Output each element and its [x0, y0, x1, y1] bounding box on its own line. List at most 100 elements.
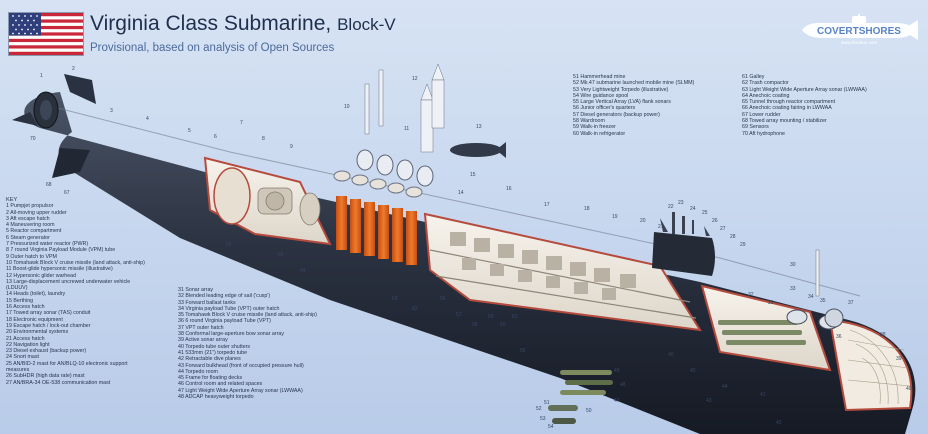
upper-rudder	[64, 74, 96, 104]
callout-47: 47	[614, 398, 620, 404]
callout-26: 26	[712, 218, 718, 224]
key-item: 13 Large-displacement uncrewed underwate…	[6, 278, 131, 292]
key-item: 9 Outer hatch to VPM	[6, 253, 57, 260]
key-item: 44 Torpedo room	[178, 368, 218, 375]
key-item: 35 Tomahawk Block V cruise missile (land…	[178, 312, 317, 319]
key-item: 20 Environmental systems	[6, 329, 69, 336]
callout-24: 24	[690, 206, 696, 212]
callout-68: 68	[46, 182, 52, 188]
key-item: 32 Blended leading edge of sail ('cusp')	[178, 293, 271, 300]
callout-31: 31	[768, 300, 774, 306]
callout-14: 14	[458, 190, 464, 196]
escape-hatch-domes	[356, 149, 434, 187]
callout-21: 21	[658, 224, 664, 230]
key-item: 60 Walk-in refrigerator	[573, 130, 626, 137]
callout-28: 28	[730, 234, 736, 240]
key-item: 51 Hammerhead mine	[573, 74, 626, 80]
key-item: 42 Retractable dive planes	[178, 356, 241, 363]
key-item: 24 Snort mast	[6, 354, 39, 361]
key-item: 47 Light Weight Wide Aperture Array sona…	[178, 387, 303, 394]
callout-64: 64	[300, 268, 306, 274]
key-item: 55 Large Vertical Array (LVA) flank sona…	[573, 99, 671, 106]
callout-52: 52	[536, 406, 542, 412]
key-item: 3 Aft escape hatch	[6, 215, 50, 222]
key-list: KEY 1 Pumpjet propulsor 2 All-moving upp…	[6, 197, 146, 386]
callout-43: 43	[706, 398, 712, 404]
stern-plane	[12, 112, 38, 126]
key-item: 54 Wire guidance spool	[573, 92, 629, 99]
key-item: 37 VPT outer hatch	[178, 324, 224, 331]
torpedo-illustrations	[548, 370, 613, 424]
callout-19: 19	[612, 214, 618, 220]
callout-33: 33	[790, 286, 796, 292]
key-item: 25 AN/BID-2 mast for AN/BLQ-10 electroni…	[6, 360, 128, 374]
logo-text: COVERTSHORES	[817, 26, 901, 37]
key-item: 34 Virginia payload Tube (VPT) outer hat…	[178, 305, 280, 312]
key-item: 48 ADCAP heavyweight torpedo	[178, 394, 254, 401]
callout-59: 59	[488, 314, 494, 320]
key-heading: KEY	[6, 197, 18, 203]
key-item: 61 Galley	[742, 74, 765, 80]
callout-58: 58	[472, 322, 478, 328]
key-item: 21 Access hatch	[6, 335, 45, 342]
callout-25: 25	[702, 210, 708, 216]
key-item: 36 6 round Virginia payload Tube (VPT)	[178, 318, 271, 325]
callout-67: 67	[64, 190, 70, 196]
key-item: 59 Walk-in freezer	[573, 124, 616, 131]
key-item: 70 Aft hydrophone	[742, 130, 785, 137]
key-item: 46 Control room and related spaces	[178, 381, 263, 388]
key-item: 7 Pressurized water reactor (PWR)	[6, 241, 89, 248]
key-item: 2 All-moving upper rudder	[6, 209, 67, 216]
callout-labels: 1 2 3 4 5 6 7 8 9 10 11 12 13 14 15 16 1…	[30, 66, 912, 430]
key-item: 66 Anechoic coating fairing in LWWAA	[742, 105, 832, 112]
key-item: 19 Escape hatch / lock-out chamber	[6, 322, 91, 329]
key-item: 26 SubHDR (high data rate) mast	[6, 373, 85, 380]
callout-53: 53	[540, 416, 546, 422]
key-item: 62 Trash compactor	[742, 80, 789, 87]
key-item: 40 Torpedo tube outer shutters	[178, 343, 251, 350]
callout-3: 3	[110, 108, 113, 114]
key-item: 8 7 round Virginia Payload Module (VPM) …	[6, 247, 116, 254]
callout-15: 15	[470, 172, 476, 178]
callout-50: 50	[586, 408, 592, 414]
callout-29: 29	[740, 242, 746, 248]
key-item: 23 Diesel exhaust (backup power)	[6, 348, 87, 355]
pumpjet-propulsor	[33, 91, 59, 129]
key-item: 68 Towed array mounting / stabilizer	[742, 118, 827, 125]
callout-41: 41	[760, 392, 766, 398]
callout-18: 18	[584, 206, 590, 212]
key-item: 67 Lower rudder	[742, 111, 781, 118]
key-item: 31 Sonar array	[178, 287, 214, 293]
callout-66: 66	[226, 242, 232, 248]
vpm-outer-hatches	[333, 170, 423, 198]
callout-63: 63	[392, 296, 398, 302]
callout-36: 36	[836, 334, 842, 340]
key-item: 6 Steam generator	[6, 234, 50, 241]
key-item: 16 Access hatch	[6, 304, 45, 311]
callout-44: 44	[722, 384, 728, 390]
callout-55: 55	[520, 348, 526, 354]
callout-10: 10	[344, 104, 350, 110]
title-block: Block-V	[337, 15, 396, 34]
key-list-column-4: 61 Galley 62 Trash compactor 63 Light We…	[742, 74, 922, 137]
key-item: 14 Heads (toilet), laundry	[6, 291, 66, 298]
callout-60: 60	[500, 322, 506, 328]
key-item: 64 Anechoic coating	[742, 92, 790, 99]
vpm-missile-tubes	[336, 196, 417, 265]
key-item: 1 Pumpjet propulsor	[6, 203, 54, 210]
callout-57: 57	[456, 312, 462, 318]
callout-30: 30	[790, 262, 796, 268]
callout-1: 1	[40, 73, 43, 79]
page-subtitle: Provisional, based on analysis of Open S…	[90, 42, 335, 54]
callout-69: 69	[94, 176, 100, 182]
bow-sonar-array	[828, 318, 913, 412]
callout-2: 2	[72, 66, 75, 72]
key-item: 15 Berthing	[6, 297, 34, 304]
callout-27: 27	[720, 226, 726, 232]
callout-22: 22	[668, 204, 674, 210]
key-item: 39 Active sonar array	[178, 337, 228, 344]
callout-51: 51	[544, 400, 550, 406]
callout-62: 62	[412, 306, 418, 312]
callout-35: 35	[820, 298, 826, 304]
